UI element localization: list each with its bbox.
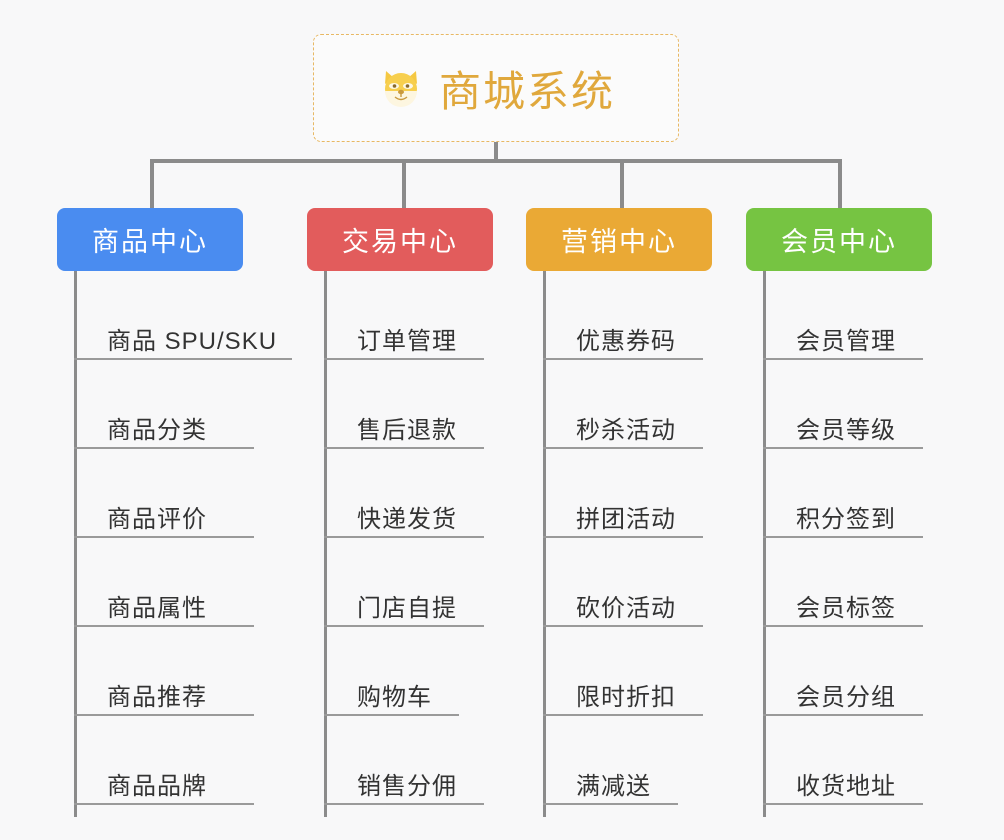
leaf-label: 秒杀活动	[576, 416, 676, 444]
leaf-item-1-5[interactable]: 商品推荐	[74, 627, 254, 716]
leaf-label: 购物车	[357, 683, 432, 711]
leaf-item-1-4[interactable]: 商品属性	[74, 538, 254, 627]
leaf-list-1: 商品 SPU/SKU 商品分类 商品评价 商品属性 商品推荐 商品品牌	[74, 271, 292, 817]
root-title: 商城系统	[438, 67, 615, 115]
leaf-item-2-6[interactable]: 销售分佣	[324, 716, 484, 805]
leaf-item-1-1[interactable]: 商品 SPU/SKU	[74, 271, 292, 360]
leaf-item-4-5[interactable]: 会员分组	[763, 627, 923, 716]
leaf-item-2-1[interactable]: 订单管理	[324, 271, 484, 360]
leaf-trunk-1	[74, 271, 77, 817]
connector-horizontal-bus	[150, 159, 840, 163]
leaf-item-2-5[interactable]: 购物车	[324, 627, 459, 716]
leaf-label: 商品分类	[107, 416, 207, 444]
category-4: 会员中心	[746, 208, 932, 271]
leaf-item-4-3[interactable]: 积分签到	[763, 449, 923, 538]
category-2: 交易中心	[307, 208, 493, 271]
leaf-label: 销售分佣	[357, 772, 457, 800]
leaf-item-3-1[interactable]: 优惠券码	[543, 271, 703, 360]
leaf-item-1-6[interactable]: 商品品牌	[74, 716, 254, 805]
leaf-label: 会员等级	[796, 416, 896, 444]
leaf-label: 满减送	[576, 772, 651, 800]
category-label-4: 会员中心	[781, 227, 897, 257]
category-1: 商品中心	[57, 208, 243, 271]
category-3: 营销中心	[526, 208, 712, 271]
leaf-label: 商品 SPU/SKU	[107, 327, 278, 355]
leaf-label: 门店自提	[357, 594, 457, 622]
leaf-trunk-3	[543, 271, 546, 817]
leaf-item-2-2[interactable]: 售后退款	[324, 360, 484, 449]
leaf-item-3-2[interactable]: 秒杀活动	[543, 360, 703, 449]
leaf-item-3-6[interactable]: 满减送	[543, 716, 678, 805]
leaf-label: 商品评价	[107, 505, 207, 533]
leaf-label: 会员标签	[796, 594, 896, 622]
leaf-item-2-4[interactable]: 门店自提	[324, 538, 484, 627]
leaf-label: 限时折扣	[576, 683, 676, 711]
leaf-label: 订单管理	[357, 327, 457, 355]
leaf-list-3: 优惠券码 秒杀活动 拼团活动 砍价活动 限时折扣 满减送	[543, 271, 743, 817]
leaf-item-4-1[interactable]: 会员管理	[763, 271, 923, 360]
category-header-3[interactable]: 营销中心	[526, 208, 712, 271]
connector-drop-1	[150, 159, 154, 208]
leaf-label: 商品推荐	[107, 683, 207, 711]
category-label-3: 营销中心	[561, 227, 677, 257]
leaf-label: 商品属性	[107, 594, 207, 622]
connector-root-stem	[494, 142, 498, 163]
leaf-item-3-3[interactable]: 拼团活动	[543, 449, 703, 538]
leaf-label: 快递发货	[357, 505, 457, 533]
leaf-label: 拼团活动	[576, 505, 676, 533]
leaf-item-4-2[interactable]: 会员等级	[763, 360, 923, 449]
category-label-1: 商品中心	[92, 227, 208, 257]
leaf-label: 商品品牌	[107, 772, 207, 800]
leaf-label: 收货地址	[796, 772, 896, 800]
leaf-list-4: 会员管理 会员等级 积分签到 会员标签 会员分组 收货地址	[763, 271, 963, 817]
leaf-label: 会员管理	[796, 327, 896, 355]
leaf-item-1-2[interactable]: 商品分类	[74, 360, 254, 449]
leaf-item-3-4[interactable]: 砍价活动	[543, 538, 703, 627]
leaf-label: 优惠券码	[576, 327, 676, 355]
leaf-item-3-5[interactable]: 限时折扣	[543, 627, 703, 716]
leaf-list-2: 订单管理 售后退款 快递发货 门店自提 购物车 销售分佣	[324, 271, 524, 817]
leaf-label: 售后退款	[357, 416, 457, 444]
connector-drop-4	[838, 159, 842, 208]
dog-face-icon	[377, 64, 425, 112]
connector-drop-3	[620, 159, 624, 208]
leaf-item-2-3[interactable]: 快递发货	[324, 449, 484, 538]
category-header-1[interactable]: 商品中心	[57, 208, 243, 271]
category-label-2: 交易中心	[342, 227, 458, 257]
connector-drop-2	[402, 159, 406, 208]
leaf-trunk-2	[324, 271, 327, 817]
leaf-item-4-6[interactable]: 收货地址	[763, 716, 923, 805]
category-header-2[interactable]: 交易中心	[307, 208, 493, 271]
leaf-item-1-3[interactable]: 商品评价	[74, 449, 254, 538]
category-header-4[interactable]: 会员中心	[746, 208, 932, 271]
root-node[interactable]: 商城系统	[313, 34, 679, 142]
leaf-item-4-4[interactable]: 会员标签	[763, 538, 923, 627]
leaf-label: 砍价活动	[576, 594, 676, 622]
leaf-label: 会员分组	[796, 683, 896, 711]
leaf-label: 积分签到	[796, 505, 896, 533]
leaf-trunk-4	[763, 271, 766, 817]
